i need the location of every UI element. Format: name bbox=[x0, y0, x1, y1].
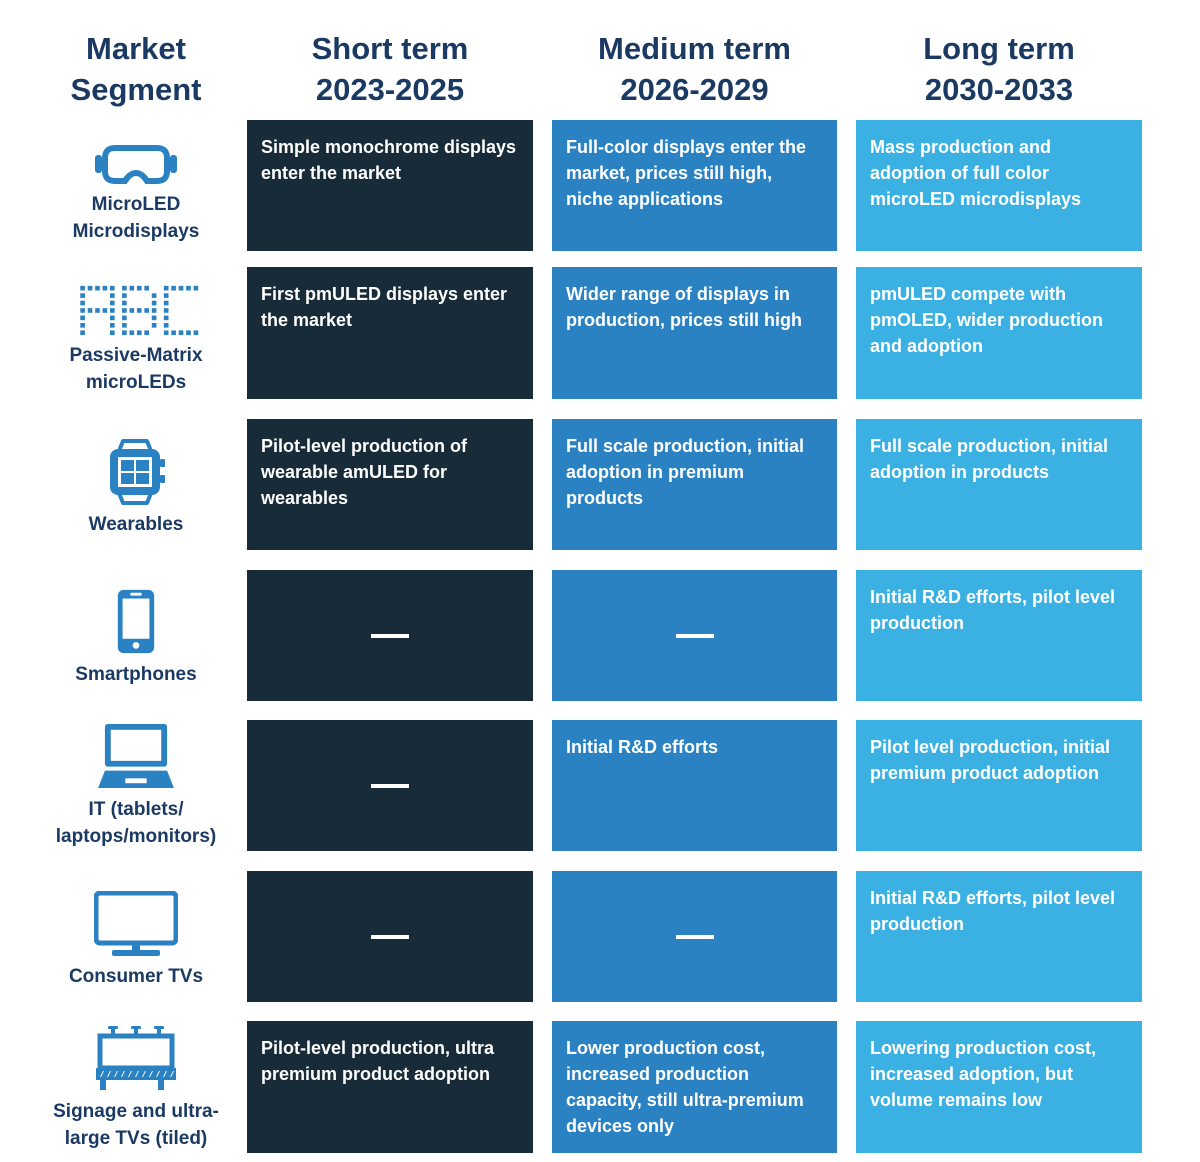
cell-microled-long-term: Mass production and adoption of full col… bbox=[856, 120, 1142, 251]
smartwatch-icon bbox=[110, 439, 165, 505]
segment-label-line2: large TVs (tiled) bbox=[64, 1128, 208, 1149]
cell-passive-matrix-medium-term: Wider range of displays in production, p… bbox=[552, 267, 837, 399]
cell-passive-matrix-long-term: pmULED compete with pmOLED, wider produc… bbox=[856, 267, 1142, 399]
no-activity-dash bbox=[371, 783, 409, 788]
segment-label-line1: MicroLED bbox=[91, 194, 181, 215]
cell-microled-short-term: Simple monochrome displays enter the mar… bbox=[247, 120, 533, 251]
tv-monitor-icon bbox=[94, 891, 178, 956]
segment-label-line1: Passive-Matrix bbox=[69, 345, 203, 366]
segment-label-line1: IT (tablets/ bbox=[88, 799, 184, 820]
header-short-term-years: 2023-2025 bbox=[315, 72, 465, 107]
header-segment-line1: Market bbox=[86, 31, 186, 66]
smartphone-icon bbox=[117, 589, 155, 654]
cell-signage-short-term: Pilot-level production, ultra premium pr… bbox=[247, 1021, 533, 1153]
cell-signage-medium-term: Lower production cost, increased product… bbox=[552, 1021, 837, 1153]
billboard-icon bbox=[96, 1026, 176, 1090]
no-activity-dash bbox=[371, 934, 409, 939]
cell-it-medium-term: Initial R&D efforts bbox=[552, 720, 837, 851]
cell-signage-long-term: Lowering production cost, increased adop… bbox=[856, 1021, 1142, 1153]
cell-smartphones-medium-term bbox=[552, 570, 837, 701]
header-long-term-label: Long term bbox=[923, 31, 1075, 66]
laptop-icon bbox=[98, 723, 174, 789]
dot-matrix-abc-icon bbox=[80, 285, 199, 336]
cell-it-short-term bbox=[247, 720, 533, 851]
vr-headset-icon bbox=[95, 145, 177, 184]
cell-consumer-tvs-medium-term bbox=[552, 871, 837, 1002]
segment-consumer-tvs: Consumer TVs bbox=[30, 888, 242, 990]
header-medium-term-years: 2026-2029 bbox=[620, 72, 769, 107]
cell-passive-matrix-short-term: First pmULED displays enter the market bbox=[247, 267, 533, 399]
header-short-term-label: Short term bbox=[311, 31, 469, 66]
cell-wearables-short-term: Pilot-level production of wearable amULE… bbox=[247, 419, 533, 550]
header-medium-term-label: Medium term bbox=[598, 31, 791, 66]
segment-label-line1: Smartphones bbox=[75, 664, 197, 685]
segment-microled-microdisplays: MicroLED Microdisplays bbox=[30, 135, 242, 245]
segment-label-line1: Signage and ultra- bbox=[53, 1101, 219, 1122]
header-long-term-years: 2030-2033 bbox=[924, 72, 1074, 107]
cell-wearables-long-term: Full scale production, initial adoption … bbox=[856, 419, 1142, 550]
cell-consumer-tvs-long-term: Initial R&D efforts, pilot level product… bbox=[856, 871, 1142, 1002]
no-activity-dash bbox=[675, 633, 714, 638]
segment-it: IT (tablets/ laptops/monitors) bbox=[30, 722, 242, 850]
cell-consumer-tvs-short-term bbox=[247, 871, 533, 1002]
header-medium-term: Medium term 2026-2029 bbox=[552, 28, 837, 110]
segment-smartphones: Smartphones bbox=[30, 588, 242, 688]
segment-label-line2: laptops/monitors) bbox=[55, 826, 217, 847]
no-activity-dash bbox=[675, 934, 714, 939]
cell-smartphones-long-term: Initial R&D efforts, pilot level product… bbox=[856, 570, 1142, 701]
cell-microled-medium-term: Full-color displays enter the market, pr… bbox=[552, 120, 837, 251]
segment-label-line1: Consumer TVs bbox=[68, 966, 204, 987]
segment-label-line2: microLEDs bbox=[85, 372, 187, 393]
cell-wearables-medium-term: Full scale production, initial adoption … bbox=[552, 419, 837, 550]
segment-signage: Signage and ultra- large TVs (tiled) bbox=[30, 1022, 242, 1152]
segment-wearables: Wearables bbox=[30, 430, 242, 538]
header-segment-line2: Segment bbox=[70, 72, 202, 107]
cell-it-long-term: Pilot level production, initial premium … bbox=[856, 720, 1142, 851]
cell-smartphones-short-term bbox=[247, 570, 533, 701]
no-activity-dash bbox=[371, 633, 409, 638]
header-market-segment: Market Segment bbox=[30, 28, 242, 110]
header-long-term: Long term 2030-2033 bbox=[856, 28, 1142, 110]
segment-passive-matrix: Passive-Matrix microLEDs bbox=[30, 284, 242, 396]
header-short-term: Short term 2023-2025 bbox=[247, 28, 533, 110]
segment-label-line1: Wearables bbox=[88, 514, 184, 535]
segment-label-line2: Microdisplays bbox=[72, 221, 200, 242]
